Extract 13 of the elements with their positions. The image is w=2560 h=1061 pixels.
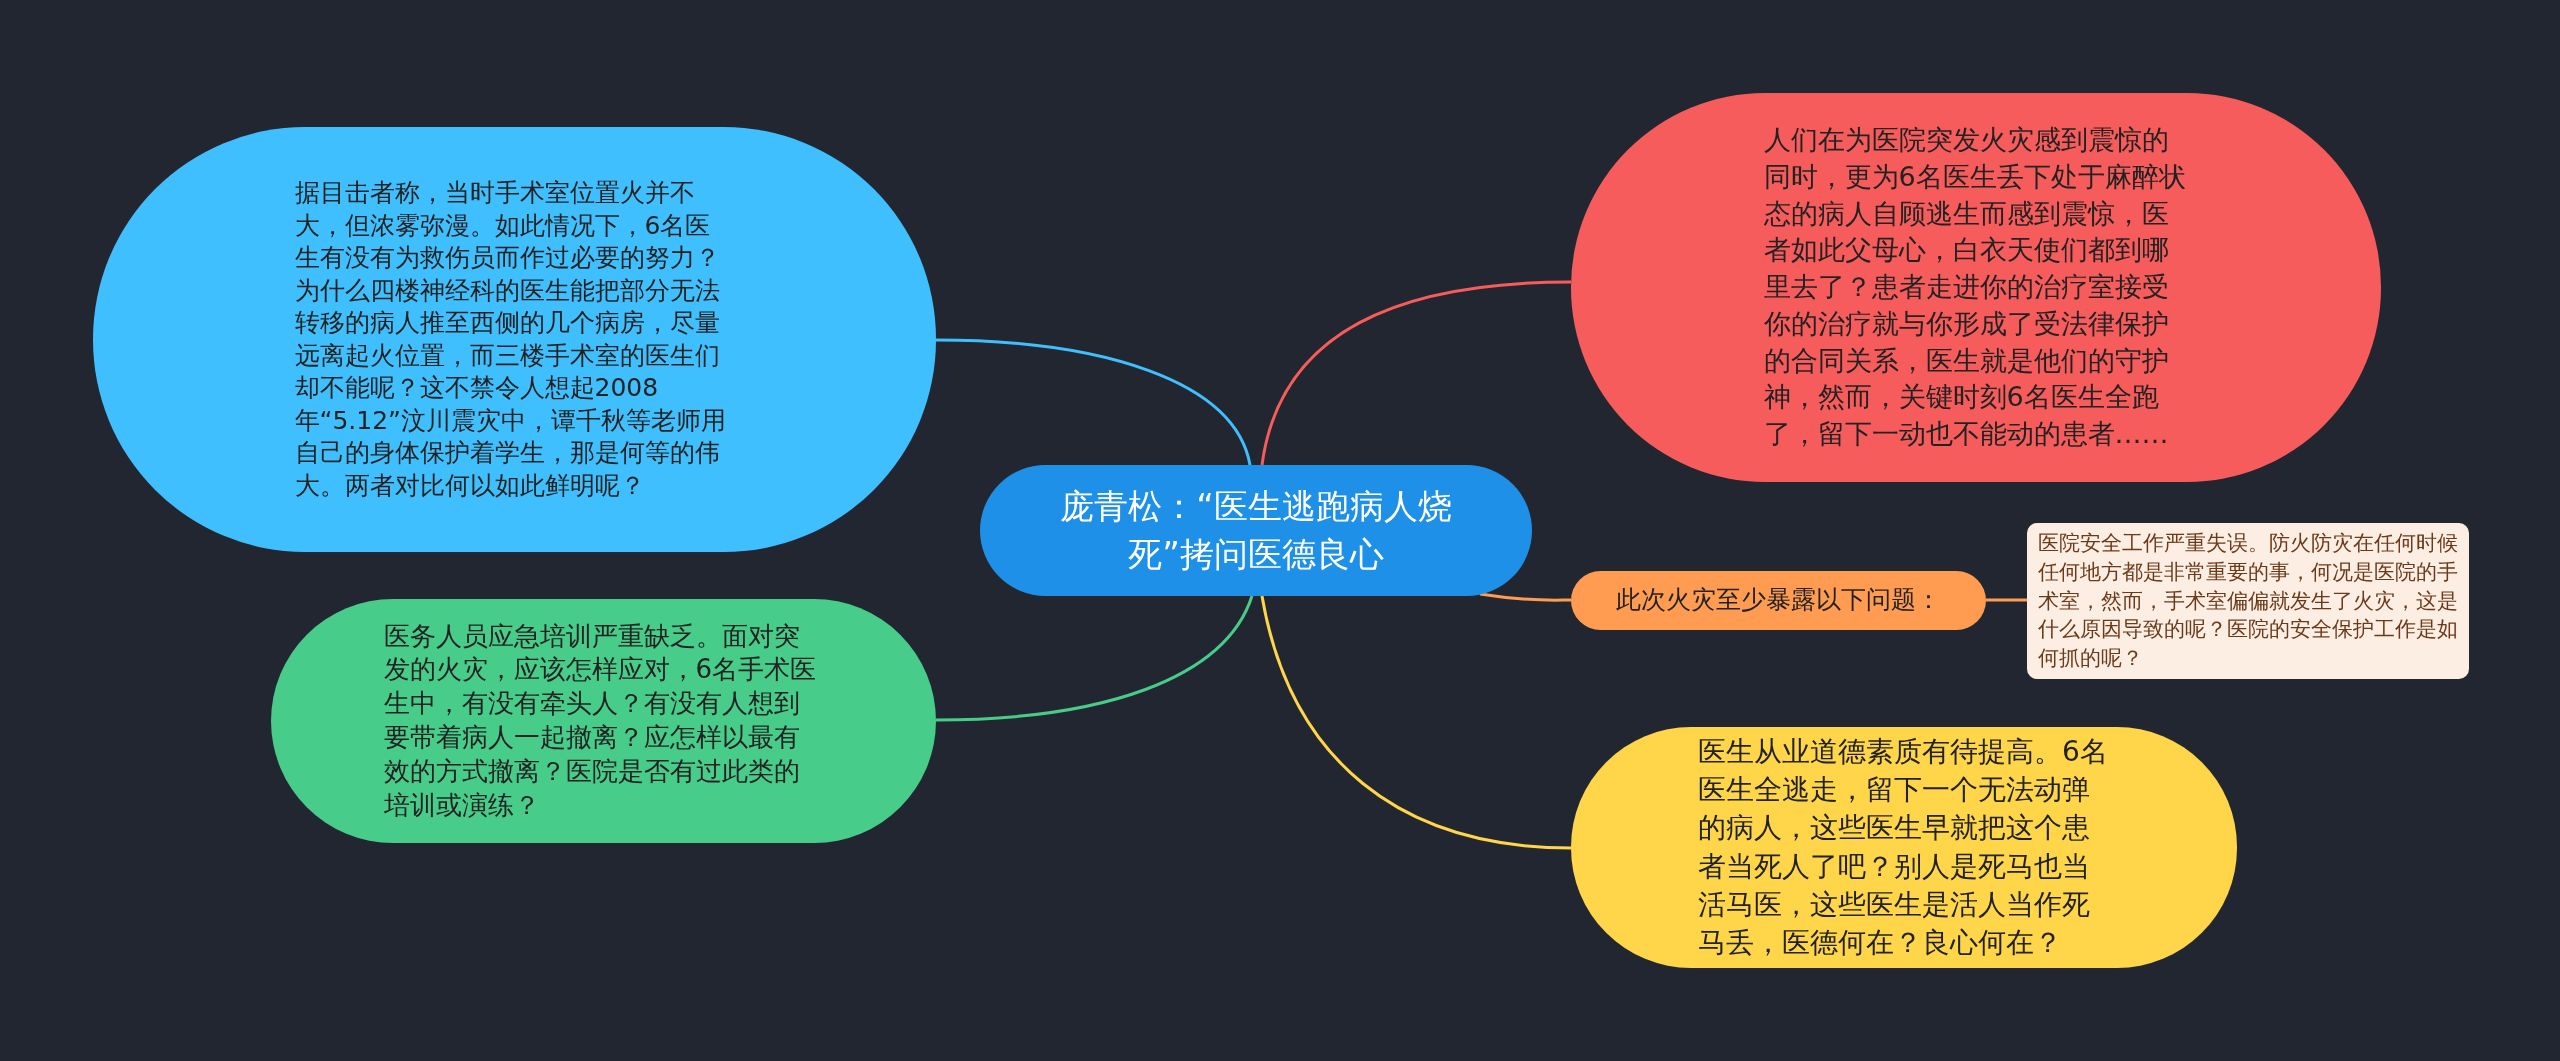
connector-line: [1986, 598, 2027, 602]
branch-bubble: 据目击者称，当时手术室位置火并不大，但浓雾弥漫。如此情况下，6名医生有没有为救伤员而作过必要的努力？为什么四楼神经科的医生能把部分无法转移的病人推至西侧的几个病房，尽量远离起火位置，而三楼手术室的医生们却不能呢？这不禁令人想起2008年“5.12”汶川震灾中，谭千秋等老师用自己的身体保护着学生，那是何等的伟大。两者对比何以如此鲜明呢？: [93, 127, 936, 552]
connector-line: [935, 595, 1254, 722]
branch-bubble: 医务人员应急培训严重缺乏。面对突发的火灾，应该怎样应对，6名手术医生中，有没有牵头人？有没有人想到要带着病人一起撤离？应怎样以最有效的方式撤离？医院是否有过此类的培训或演练？: [271, 599, 936, 843]
connector-line: [935, 338, 1252, 466]
connector-line: [1260, 595, 1572, 850]
branch-bubble: 医生从业道德素质有待提高。6名医生全逃走，留下一个无法动弹的病人，这些医生早就把这个患者当死人了吧？别人是死马也当活马医，这些医生是活人当作死马丢，医德何在？良心何在？: [1571, 727, 2237, 968]
topic-bubble: 庞青松：“医生逃跑病人烧死”拷问医德良心: [980, 465, 1532, 596]
connector-line: [1479, 592, 1571, 602]
detail-card: 医院安全工作严重失误。防火防灾在任何时候任何地方都是非常重要的事，何况是医院的手术室，然而，手术室偏偏就发生了火灾，这是什么原因导致的呢？医院的安全保护工作是如何抓的呢？: [2027, 523, 2469, 679]
branch-bubble: 此次火灾至少暴露以下问题：: [1571, 571, 1986, 630]
connector-line: [1260, 280, 1572, 466]
branch-bubble: 人们在为医院突发火灾感到震惊的同时，更为6名医生丢下处于麻醉状态的病人自顾逃生而感到震惊，医者如此父母心，白衣天使们都到哪里去了？患者走进你的治疗室接受你的治疗就与你形成了受法律保护的合同关系，医生就是他们的守护神，然而，关键时刻6名医生全跑了，留下一动也不能动的患者……: [1571, 93, 2381, 482]
